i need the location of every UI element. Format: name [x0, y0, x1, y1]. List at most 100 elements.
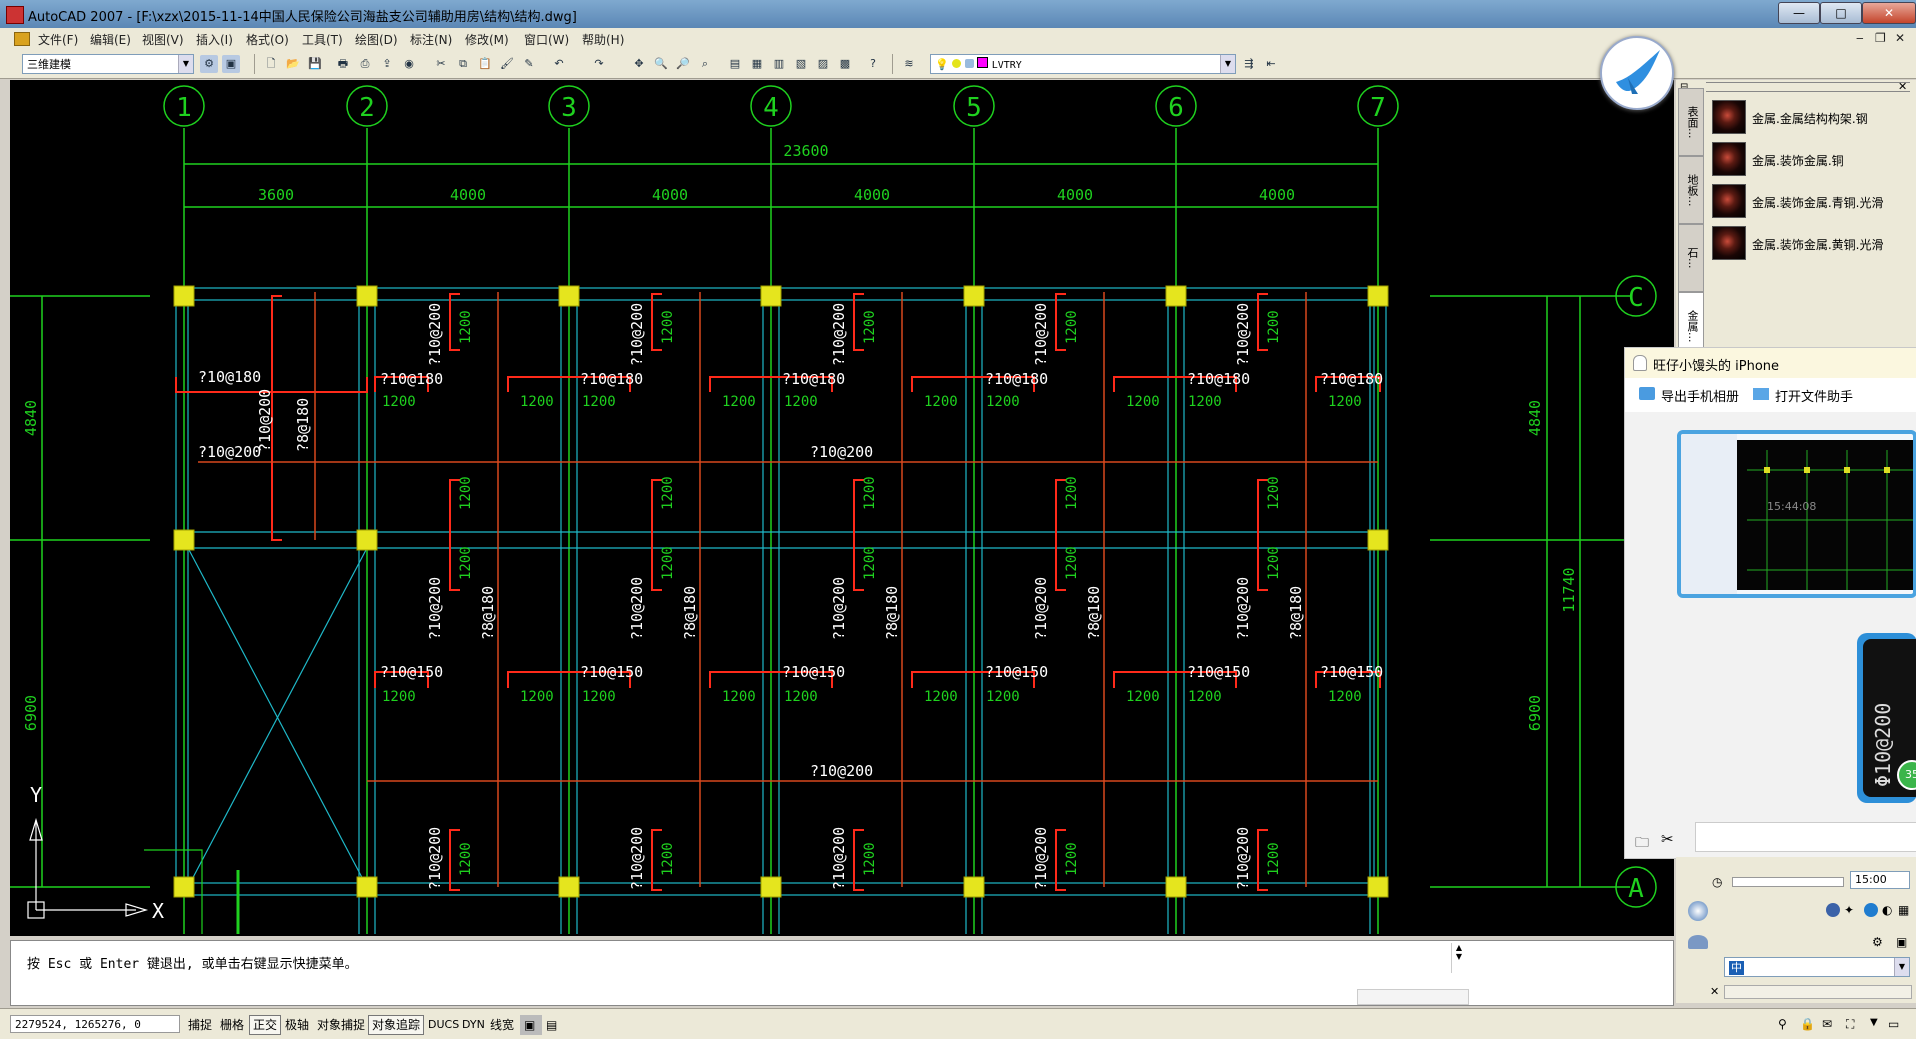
- doc-close-button[interactable]: ✕: [1895, 31, 1906, 45]
- dyn-toggle[interactable]: DYN: [462, 1018, 485, 1031]
- markup-icon[interactable]: ▨: [817, 57, 829, 70]
- palette-tab-floor[interactable]: 地板...: [1678, 156, 1704, 224]
- palette-collapse-icon[interactable]: ⊟: [1680, 82, 1688, 93]
- plot-icon[interactable]: 🖶: [337, 57, 349, 70]
- menu-help[interactable]: 帮助(H): [582, 33, 625, 47]
- doc-minimize-button[interactable]: ‒: [1856, 31, 1864, 45]
- material-item[interactable]: 金属.金属结构构架.钢: [1712, 100, 1912, 136]
- palette-grip[interactable]: [1706, 82, 1910, 92]
- snap-toggle[interactable]: 捕捉: [188, 1018, 213, 1032]
- new-icon[interactable]: 🗋: [266, 57, 276, 70]
- cut-icon[interactable]: ✂: [436, 57, 446, 70]
- material-item[interactable]: 金属.装饰金属.黄铜.光滑: [1712, 226, 1912, 262]
- environment-icon[interactable]: [1864, 903, 1878, 917]
- clean-screen-icon[interactable]: ⛶: [1846, 1017, 1855, 1031]
- design-center-icon[interactable]: ▦: [751, 57, 763, 70]
- workspace-select[interactable]: 三维建模 ▼: [22, 54, 194, 74]
- zoom-previous-icon[interactable]: ⌕: [701, 57, 709, 70]
- status-menu-icon[interactable]: ▼: [1870, 1017, 1878, 1028]
- open-file-assistant-button[interactable]: 打开文件助手: [1775, 390, 1854, 405]
- palette-tab-stone[interactable]: 石...: [1678, 224, 1704, 292]
- render-window-icon[interactable]: ▣: [1896, 935, 1908, 949]
- teapot-icon[interactable]: [1688, 935, 1708, 949]
- workspace-save-icon[interactable]: ▣: [222, 55, 240, 73]
- block-editor-icon[interactable]: ✎: [524, 57, 534, 70]
- layer-previous-icon[interactable]: ⇤: [1266, 57, 1276, 70]
- palette-tab-surface[interactable]: 表面...: [1678, 88, 1704, 156]
- render-region-icon[interactable]: ▦: [1898, 903, 1910, 917]
- palette-close-icon[interactable]: ✕: [1898, 80, 1908, 93]
- menu-insert[interactable]: 插入(I): [196, 33, 233, 47]
- paste-icon[interactable]: 📋: [478, 57, 492, 70]
- menu-modify[interactable]: 修改(M): [465, 33, 509, 47]
- model-space-icon[interactable]: ▣: [520, 1015, 542, 1035]
- close-button[interactable]: ✕: [1862, 2, 1916, 24]
- menu-dimension[interactable]: 标注(N): [410, 33, 453, 47]
- unread-badge[interactable]: 35: [1897, 760, 1916, 790]
- maximize-button[interactable]: □: [1820, 2, 1862, 24]
- time-slider[interactable]: [1732, 877, 1844, 887]
- tool-palettes-icon[interactable]: ▥: [773, 57, 785, 70]
- lineweight-toggle[interactable]: 线宽: [490, 1018, 515, 1032]
- save-icon[interactable]: 💾: [308, 57, 322, 70]
- plot-preview-icon[interactable]: ⎙: [360, 57, 370, 70]
- ime-select[interactable]: 中 ▼: [1724, 957, 1910, 977]
- annotation-scale-icon[interactable]: ⚲: [1778, 1017, 1787, 1031]
- osnap-toggle[interactable]: 对象捕捉: [317, 1018, 366, 1032]
- coordinates-display[interactable]: 2279524, 1265276, 0: [10, 1015, 180, 1033]
- screenshot-thumbnail[interactable]: [1677, 430, 1916, 598]
- layer-select[interactable]: 💡 LVTRY ▼: [930, 54, 1236, 74]
- grid-toggle[interactable]: 栅格: [220, 1018, 245, 1032]
- sun-properties-icon[interactable]: [1688, 901, 1708, 921]
- doc-icon[interactable]: [14, 32, 30, 46]
- command-scrollbar[interactable]: ▲▼: [1451, 943, 1466, 973]
- ducs-toggle[interactable]: DUCS: [428, 1018, 460, 1031]
- render-icon[interactable]: [1826, 903, 1840, 917]
- menu-edit[interactable]: 编辑(E): [90, 33, 131, 47]
- doc-restore-button[interactable]: ❐: [1875, 31, 1886, 45]
- menu-window[interactable]: 窗口(W): [524, 33, 570, 47]
- zoom-realtime-icon[interactable]: 🔍: [654, 57, 668, 70]
- command-hscroll[interactable]: [1357, 989, 1469, 1005]
- autocad-app-icon[interactable]: [6, 6, 24, 24]
- folder-outline-icon[interactable]: 🗀: [1635, 835, 1649, 851]
- publish-icon[interactable]: ⇪: [382, 57, 392, 70]
- ortho-toggle[interactable]: 正交: [249, 1015, 282, 1035]
- lock-icon[interactable]: 🔒: [1800, 1017, 1815, 1031]
- menu-format[interactable]: 格式(O): [246, 33, 289, 47]
- toolbar-lock-icon[interactable]: ▭: [1888, 1017, 1900, 1031]
- 3d-dwf-icon[interactable]: ◉: [404, 57, 414, 70]
- scissors-icon[interactable]: ✂: [1661, 830, 1674, 848]
- layer-manager-icon[interactable]: ≋: [904, 57, 914, 70]
- menu-file[interactable]: 文件(F): [38, 33, 79, 47]
- menu-draw[interactable]: 绘图(D): [355, 33, 398, 47]
- drawing-canvas[interactable]: 1 2 3 4 5 6 7 C A 23600 3600 4000 4000 4…: [10, 80, 1674, 936]
- match-properties-icon[interactable]: 🖌: [500, 57, 514, 70]
- zoom-window-icon[interactable]: 🔎: [676, 57, 690, 70]
- otrack-toggle[interactable]: 对象追踪: [368, 1015, 425, 1035]
- material-item[interactable]: 金属.装饰金属.铜: [1712, 142, 1912, 178]
- pan-icon[interactable]: ✥: [634, 57, 644, 70]
- calculator-icon[interactable]: ▩: [839, 57, 851, 70]
- material-item[interactable]: 金属.装饰金属.青铜.光滑: [1712, 184, 1912, 220]
- chat-input[interactable]: [1695, 822, 1916, 852]
- copy-icon[interactable]: ⧉: [459, 57, 467, 70]
- materials-icon[interactable]: ◐: [1882, 903, 1893, 917]
- help-icon[interactable]: ?: [870, 57, 876, 70]
- sheet-set-icon[interactable]: ▧: [795, 57, 807, 70]
- properties-icon[interactable]: ▤: [729, 57, 741, 70]
- make-current-layer-icon[interactable]: ⇶: [1244, 57, 1254, 70]
- minimize-button[interactable]: —: [1778, 2, 1820, 24]
- menu-tools[interactable]: 工具(T): [302, 33, 343, 47]
- light-icon[interactable]: ✦: [1844, 903, 1855, 917]
- redo-icon[interactable]: ↷: [594, 57, 604, 70]
- time-field[interactable]: 15:00: [1850, 871, 1910, 889]
- bird-logo[interactable]: [1600, 36, 1674, 110]
- command-window[interactable]: 按 Esc 或 Enter 键退出, 或单击右键显示快捷菜单。 ▲▼: [10, 940, 1674, 1006]
- polar-toggle[interactable]: 极轴: [285, 1018, 310, 1032]
- communication-center-icon[interactable]: ✉: [1822, 1017, 1833, 1031]
- undo-icon[interactable]: ↶: [554, 57, 564, 70]
- layout-icon[interactable]: ▤: [546, 1018, 558, 1032]
- export-album-button[interactable]: 导出手机相册: [1661, 390, 1740, 405]
- open-icon[interactable]: 📂: [286, 57, 300, 70]
